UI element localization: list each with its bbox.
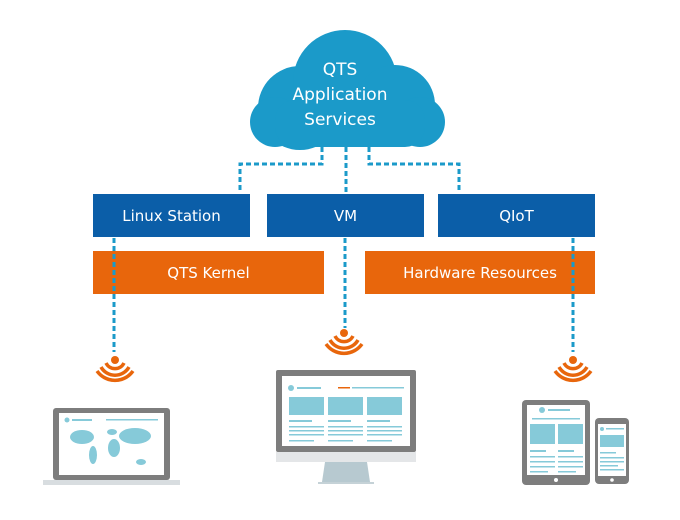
cloud-label-line: Application xyxy=(292,85,388,105)
foundation-label: QTS Kernel xyxy=(167,263,250,282)
foundation-box-qts-kernel: QTS Kernel xyxy=(93,251,324,294)
connector-lines xyxy=(112,147,575,352)
service-label: VM xyxy=(333,206,358,225)
phone-icon xyxy=(595,418,629,484)
tablet-icon xyxy=(522,400,590,485)
signal-icon xyxy=(553,356,593,383)
connector-cloud-linux-station xyxy=(238,147,324,193)
desktop-monitor-icon xyxy=(276,370,416,484)
cloud-label-line: Services xyxy=(304,110,376,130)
foundation-label: Hardware Resources xyxy=(403,263,557,282)
cloud-label-line: QTS xyxy=(322,60,358,80)
foundation-box-hardware-resources: Hardware Resources xyxy=(365,251,595,294)
laptop-icon xyxy=(43,408,180,485)
connector-cloud-qiot xyxy=(367,147,461,193)
signal-icon xyxy=(324,329,364,356)
world-map-icon xyxy=(70,428,151,465)
cloud-shape xyxy=(250,30,445,150)
signal-icon xyxy=(95,356,135,383)
service-label: Linux Station xyxy=(122,206,221,225)
service-box-linux-station: Linux Station xyxy=(93,194,250,237)
service-box-vm: VM xyxy=(267,194,424,237)
cloud-label: QTS Application Services xyxy=(270,58,410,133)
service-box-qiot: QIoT xyxy=(438,194,595,237)
service-label: QIoT xyxy=(499,206,534,225)
